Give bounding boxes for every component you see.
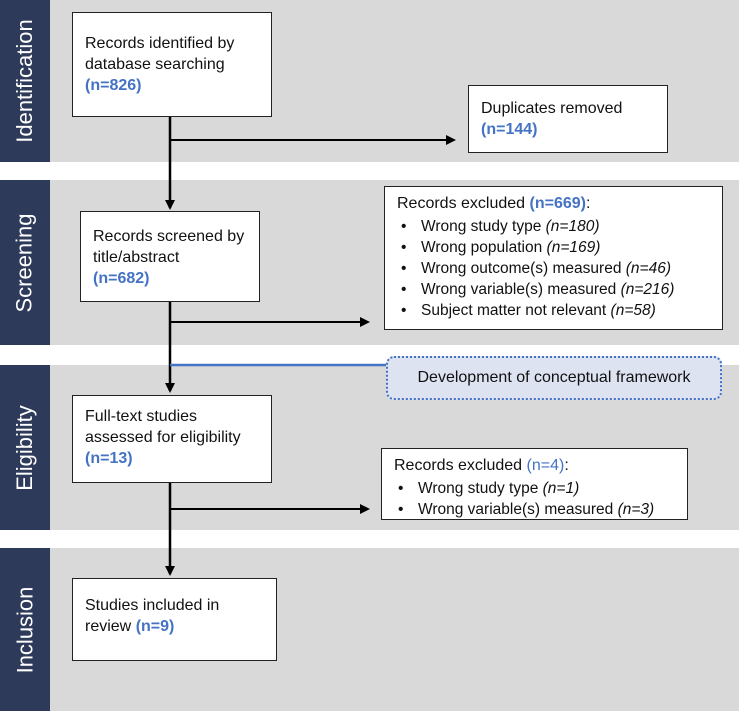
list-item-count: (n=46) <box>625 260 671 277</box>
stage-label-screening: Screening <box>0 180 50 345</box>
records-identified-line2: database searching <box>85 56 225 73</box>
list-item-count: (n=169) <box>546 239 601 256</box>
list-item-label: Wrong study type <box>421 218 546 235</box>
studies-included-line2: review <box>85 618 136 635</box>
records-screened-line2: title/abstract <box>93 249 180 266</box>
studies-included-count: (n=9) <box>135 618 175 635</box>
records-screened-count: (n=682) <box>93 270 150 287</box>
records-screened-line1: Records screened by <box>93 228 245 245</box>
stage-label-identification: Identification <box>0 0 50 162</box>
stage-label-inclusion: Inclusion <box>0 548 50 711</box>
elig-excluded-list: Wrong study type (n=1) Wrong variable(s)… <box>394 478 675 520</box>
fulltext-assessed-line1: Full-text studies <box>85 408 198 425</box>
records-identified-count: (n=826) <box>85 77 142 94</box>
elig-excluded-box: Records excluded (n=4): Wrong study type… <box>381 448 688 520</box>
records-identified-line1: Records identified by <box>85 35 235 52</box>
list-item-count: (n=3) <box>617 501 655 518</box>
list-item: Wrong variable(s) measured (n=3) <box>394 499 675 520</box>
stage-label-eligibility: Eligibility <box>0 365 50 530</box>
conceptual-framework-text: Development of conceptual framework <box>417 369 691 386</box>
list-item: Wrong study type (n=180) <box>397 216 710 237</box>
conceptual-framework-box: Development of conceptual framework <box>386 356 722 400</box>
elig-excluded-suffix: : <box>564 457 569 474</box>
studies-included-line1: Studies included in <box>85 597 220 614</box>
elig-excluded-title-text: Records excluded <box>394 457 527 474</box>
fulltext-assessed-count: (n=13) <box>85 450 133 467</box>
fulltext-assessed-line2: assessed for eligibility <box>85 429 241 446</box>
list-item-label: Wrong population <box>421 239 547 256</box>
list-item-count: (n=216) <box>620 281 675 298</box>
screen-excluded-title: Records excluded (n=669): <box>397 193 710 214</box>
list-item-label: Wrong variable(s) measured <box>418 501 618 518</box>
fulltext-assessed-box: Full-text studies assessed for eligibili… <box>72 395 272 483</box>
list-item: Wrong study type (n=1) <box>394 478 675 499</box>
list-item-label: Wrong outcome(s) measured <box>421 260 626 277</box>
duplicates-removed-box: Duplicates removed (n=144) <box>468 85 668 153</box>
list-item-label: Wrong study type <box>418 480 543 497</box>
screen-excluded-suffix: : <box>585 195 591 212</box>
studies-included-box: Studies included in review (n=9) <box>72 578 277 661</box>
list-item-count: (n=58) <box>610 302 656 319</box>
list-item: Wrong variable(s) measured (n=216) <box>397 279 710 300</box>
screen-excluded-count: (n=669) <box>529 195 586 212</box>
duplicates-removed-count: (n=144) <box>481 121 538 138</box>
list-item: Subject matter not relevant (n=58) <box>397 300 710 321</box>
studies-included-line2-wrap: review (n=9) <box>85 616 264 637</box>
screen-excluded-list: Wrong study type (n=180) Wrong populatio… <box>397 216 710 321</box>
elig-excluded-title: Records excluded (n=4): <box>394 455 675 476</box>
list-item: Wrong population (n=169) <box>397 237 710 258</box>
list-item-count: (n=180) <box>545 218 600 235</box>
list-item-label: Subject matter not relevant <box>421 302 611 319</box>
screen-excluded-box: Records excluded (n=669): Wrong study ty… <box>384 186 723 330</box>
duplicates-removed-text: Duplicates removed <box>481 100 623 117</box>
list-item-count: (n=1) <box>542 480 580 497</box>
elig-excluded-count: (n=4) <box>526 457 565 474</box>
list-item: Wrong outcome(s) measured (n=46) <box>397 258 710 279</box>
records-screened-box: Records screened by title/abstract (n=68… <box>80 211 260 302</box>
records-identified-box: Records identified by database searching… <box>72 12 272 117</box>
screen-excluded-title-text: Records excluded <box>397 195 530 212</box>
list-item-label: Wrong variable(s) measured <box>421 281 621 298</box>
